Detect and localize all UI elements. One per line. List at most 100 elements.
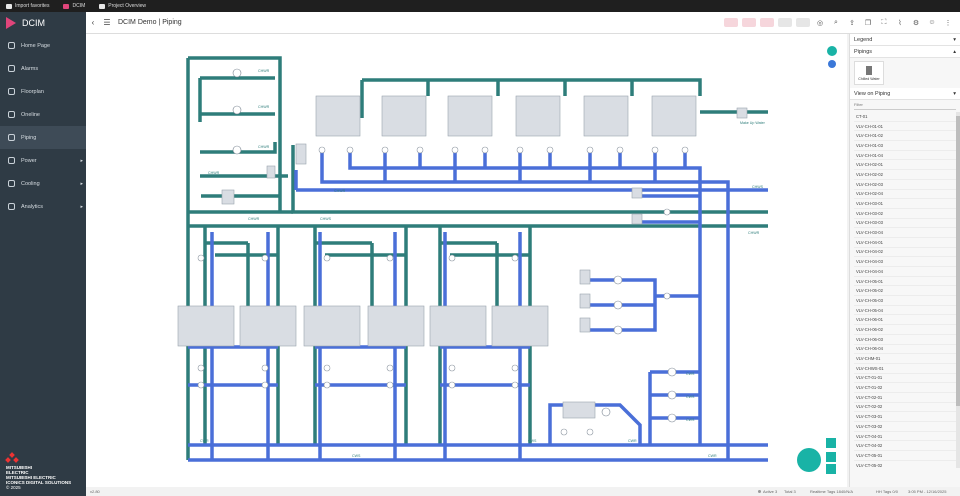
alarm-badge[interactable] — [742, 18, 756, 27]
list-item[interactable]: VLV-CH-05-01 — [854, 277, 960, 287]
status-badge[interactable] — [796, 18, 810, 27]
list-item[interactable]: VLV-CH-03-03 — [854, 219, 960, 229]
list-item[interactable]: VLV-CH-04-01 — [854, 238, 960, 248]
list-item[interactable]: VLV-CH-06-01 — [854, 315, 960, 326]
more-icon[interactable]: ⋮ — [944, 19, 952, 27]
bell-icon[interactable]: ◎ — [816, 19, 824, 27]
page-title: DCIM Demo | Piping — [118, 19, 182, 26]
sidebar-item-home[interactable]: Home Page — [0, 34, 86, 57]
sidebar-item-piping[interactable]: Piping — [0, 126, 86, 149]
list-item[interactable]: VLV-CH-02-03 — [854, 180, 960, 190]
status-bar: v2.80 Active 3 Total 3 Realtime Tags 184… — [86, 487, 960, 496]
pipe-label: CWS — [528, 439, 537, 443]
help-icon[interactable] — [828, 60, 836, 68]
list-item[interactable]: VLV-CT-05-01 — [854, 451, 960, 461]
pipe-label: CWR — [708, 454, 717, 458]
analytics-icon — [8, 203, 15, 210]
active-status: Active 3 — [758, 489, 777, 494]
filter-input[interactable]: Filter — [854, 102, 956, 110]
list-item[interactable]: VLV-CH-01-02 — [854, 131, 960, 142]
list-item[interactable]: VLV-CH-03-04 — [854, 228, 960, 238]
sidebar-item-power[interactable]: Power▸ — [0, 149, 86, 172]
list-item[interactable]: VLV-CT-04-01 — [854, 432, 960, 442]
alarm-badge[interactable] — [760, 18, 774, 27]
sidebar-item-analytics[interactable]: Analytics▸ — [0, 195, 86, 218]
search-icon[interactable]: ⌕ — [834, 18, 838, 26]
zoom-in-icon[interactable] — [826, 452, 836, 462]
list-item[interactable]: VLV-CT-01-02 — [854, 383, 960, 393]
menu-icon[interactable]: ☰ — [103, 18, 111, 27]
list-item[interactable]: VLV-CH-06-03 — [854, 335, 960, 345]
sidebar-item-alarms[interactable]: Alarms — [0, 57, 86, 80]
piping-canvas[interactable]: CHWR CHWR CHWR CHWR CHWR CHWR CHWS CHWS … — [86, 34, 847, 487]
list-item[interactable]: VLV-CH-05-03 — [854, 296, 960, 306]
list-item[interactable]: CT-01 — [854, 112, 960, 122]
user-icon[interactable]: ☺ — [928, 19, 936, 26]
navigate-icon[interactable] — [827, 46, 837, 56]
list-item[interactable]: VLV-CH-03-01 — [854, 199, 960, 209]
back-icon[interactable]: ‹ — [91, 18, 95, 27]
pipe-label: CWS — [352, 454, 361, 458]
list-item[interactable]: VLV-CH-05-02 — [854, 286, 960, 297]
list-item[interactable]: VLV-CH-06-04 — [854, 345, 960, 355]
fullscreen-icon[interactable]: ⛶ — [881, 18, 887, 26]
list-item[interactable]: VLV-CT-02-02 — [854, 403, 960, 413]
list-item[interactable]: VLV-CT-03-02 — [854, 422, 960, 432]
power-icon — [8, 157, 15, 164]
list-item[interactable]: VLV-CH-02-01 — [854, 160, 960, 171]
makeup-water-label: Make Up Water — [740, 121, 766, 125]
list-item[interactable]: VLV-CH-03-02 — [854, 209, 960, 219]
zoom-out-icon[interactable] — [826, 464, 836, 474]
pipe-label: CHWR — [748, 231, 760, 235]
list-item[interactable]: VLV-CH-05-04 — [854, 306, 960, 316]
scrollbar[interactable] — [956, 112, 960, 468]
pipe-label: CWR — [200, 439, 209, 443]
list-item[interactable]: VLV-CT-01-01 — [854, 374, 960, 384]
sidebar-item-cooling[interactable]: Cooling▸ — [0, 172, 86, 195]
zoom-controls[interactable] — [797, 46, 837, 474]
fit-icon[interactable] — [826, 438, 836, 448]
list-item[interactable]: VLV-CT-05-02 — [854, 461, 960, 468]
list-item[interactable]: VLV-CT-04-02 — [854, 441, 960, 452]
list-item[interactable]: VLV-CHM-01 — [854, 354, 960, 364]
list-item[interactable]: VLV-CH-02-02 — [854, 170, 960, 180]
status-badge[interactable] — [778, 18, 792, 27]
list-item[interactable]: VLV-CH-04-03 — [854, 257, 960, 267]
view-on-piping-header[interactable]: View on Piping▾ — [850, 88, 960, 100]
list-item[interactable]: VLV-CT-03-01 — [854, 412, 960, 422]
share-icon[interactable]: ⇪ — [849, 19, 855, 27]
list-item[interactable]: VLV-CH-04-02 — [854, 248, 960, 258]
alarm-badge[interactable] — [724, 18, 738, 27]
legend-header[interactable]: Legend▾ — [850, 34, 960, 46]
list-item[interactable]: VLV-CHWS-01 — [854, 364, 960, 374]
list-item[interactable]: VLV-CT-02-01 — [854, 393, 960, 403]
chart-icon[interactable]: ⌇ — [898, 19, 902, 27]
bookmark-import[interactable]: Import favorites — [6, 3, 49, 9]
hh-status: HH Tags 0/0 — [876, 489, 898, 494]
pan-control-icon[interactable] — [797, 448, 821, 472]
list-item[interactable]: VLV-CH-01-01 — [854, 122, 960, 132]
copy-icon[interactable]: ❐ — [864, 19, 872, 27]
piping-diagram[interactable]: CHWR CHWR CHWR CHWR CHWR CHWR CHWS CHWS … — [86, 34, 847, 487]
chilled-water-item[interactable]: Chilled Water — [854, 61, 884, 85]
pipe-label: CHWS — [752, 185, 764, 189]
chiller-units — [177, 95, 748, 419]
list-item[interactable]: VLV-CH-04-04 — [854, 267, 960, 277]
bookmark-dcim[interactable]: DCIM — [63, 3, 85, 9]
list-item[interactable]: VLV-CH-01-04 — [854, 151, 960, 161]
status-icon — [758, 490, 761, 493]
list-item[interactable]: VLV-CH-02-04 — [854, 190, 960, 200]
piping-icon — [8, 134, 15, 141]
list-item[interactable]: VLV-CH-01-03 — [854, 141, 960, 151]
pipings-header[interactable]: Pipings▴ — [850, 46, 960, 58]
bookmark-project-overview[interactable]: Project Overview — [99, 3, 146, 9]
app-logo[interactable]: DCIM — [0, 12, 86, 34]
sidebar: DCIM Home Page Alarms Floorplan Oneline … — [0, 12, 86, 496]
gear-icon[interactable]: ⚙ — [912, 19, 920, 27]
sidebar-item-floorplan[interactable]: Floorplan — [0, 80, 86, 103]
bookmarks-bar: Import favorites DCIM Project Overview — [0, 0, 960, 12]
list-item[interactable]: VLV-CH-06-02 — [854, 325, 960, 335]
sidebar-item-oneline[interactable]: Oneline — [0, 103, 86, 126]
realtime-status: Realtime Tags 1840/N/A — [810, 489, 854, 494]
